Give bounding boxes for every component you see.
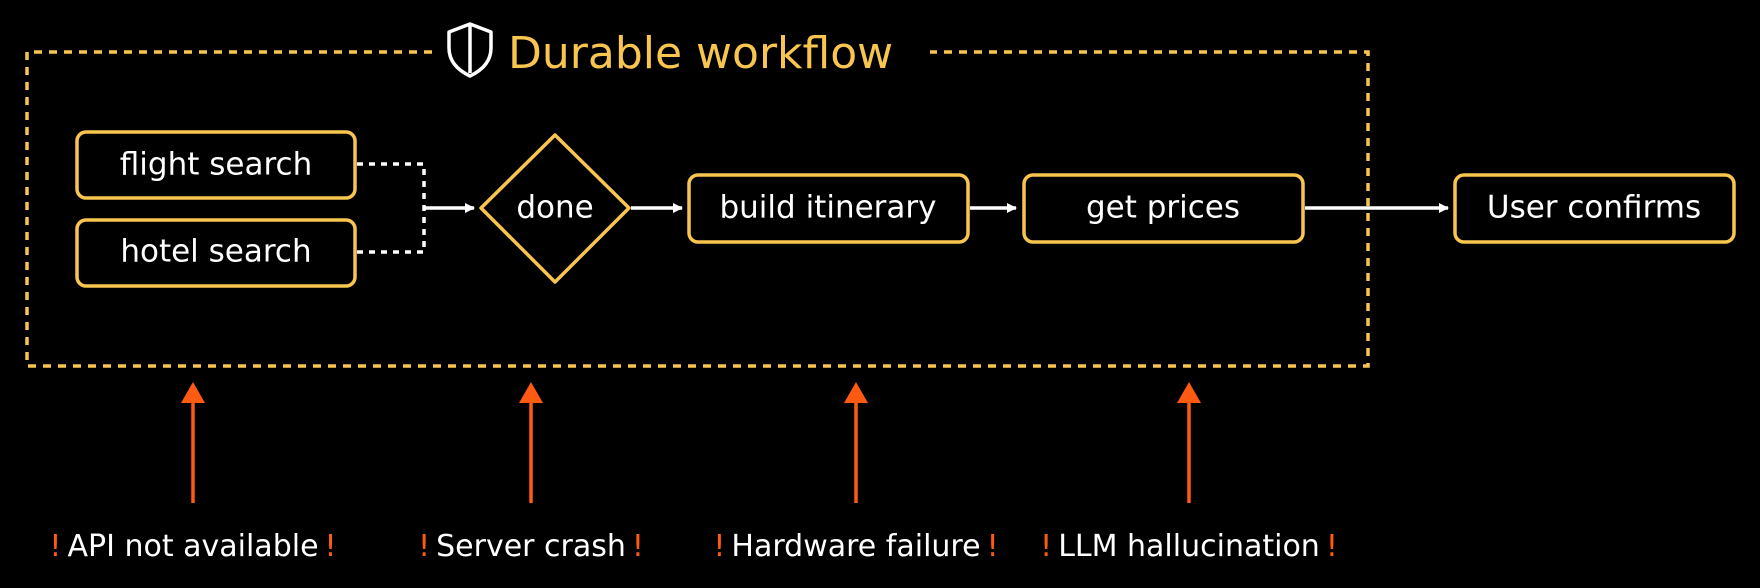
flight-search-connector [357,162,426,208]
failure-label-llm: !LLM hallucination! [1040,529,1338,564]
done-label: done [516,190,593,226]
flight-search-node: flight search [75,130,357,200]
user-confirms-node: User confirms [1453,173,1736,244]
workflow-title: Durable workflow [508,28,893,79]
hotel-search-label: hotel search [120,234,311,270]
failure-label-server: !Server crash! [418,529,644,564]
shield-icon [447,22,493,78]
failure-arrow [519,382,543,503]
flight-search-label: flight search [120,147,312,183]
failure-arrow [181,382,205,503]
hotel-search-node: hotel search [75,218,357,288]
build-itinerary-node: build itinerary [687,173,970,244]
failure-label-hardware: !Hardware failure! [713,529,998,564]
get-prices-label: get prices [1086,190,1240,226]
failure-label-api: !API not available! [49,529,336,564]
build-itinerary-label: build itinerary [719,190,936,226]
get-prices-node: get prices [1022,173,1305,244]
durable-workflow-boundary [25,50,1370,368]
done-decision-node: done [479,133,631,284]
failure-arrow [1177,382,1201,503]
hotel-search-connector [357,208,426,254]
user-confirms-label: User confirms [1487,190,1701,226]
failure-arrow [844,382,868,503]
